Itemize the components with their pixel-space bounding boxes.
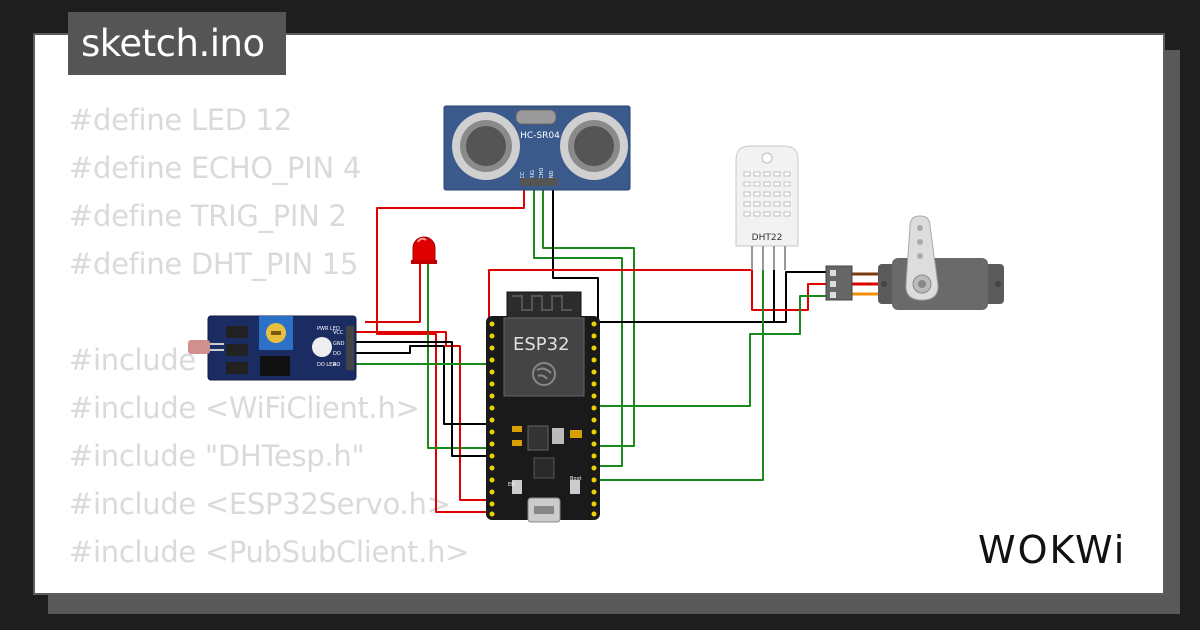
ultrasonic-pin-labels: VCC TRIG ECHO GND: [520, 168, 555, 183]
wires: [352, 186, 888, 513]
boot-button[interactable]: [570, 480, 580, 494]
dht-label: DHT22: [752, 233, 783, 243]
ldr-pin-labels: VCC GND DO AO: [333, 330, 345, 368]
dht-legs: [751, 246, 786, 270]
code-line: #define TRIG_PIN 2: [69, 199, 347, 233]
wire-ultrasonic-trig: [533, 186, 623, 467]
wire-ldr-do: [352, 345, 489, 425]
code-line: #include <ESP32Servo.h>: [69, 487, 451, 521]
svg-text:EN: EN: [508, 482, 515, 488]
esp32-label: ESP32: [513, 334, 570, 355]
dht22-sensor[interactable]: DHT22: [735, 145, 799, 270]
wokwi-logo: WOKWi: [978, 528, 1127, 572]
wire-servo-signal: [598, 295, 832, 407]
wire-ldr-gnd: [352, 341, 489, 457]
wire-ldr-vcc: [352, 331, 489, 501]
wire-dht-data: [598, 246, 764, 481]
ldr-module[interactable]: PWR LED DO LED VCC GND DO AO: [188, 315, 357, 381]
espressif-logo-icon: [532, 362, 556, 386]
svg-text:TRIG: TRIG: [530, 170, 536, 183]
code-line: #include: [69, 343, 196, 377]
ultrasonic-sensor[interactable]: HC-SR04 VCC TRIG ECHO GND: [443, 105, 631, 191]
servo-connector: [825, 265, 853, 301]
photoresistor-icon: [188, 340, 210, 354]
code-line: #include <PubSubClient.h>: [69, 535, 470, 569]
svg-text:DO: DO: [333, 351, 341, 357]
ultrasonic-label: HC-SR04: [520, 131, 560, 141]
svg-text:AO: AO: [333, 362, 340, 368]
code-line: #define ECHO_PIN 4: [69, 151, 361, 185]
esp32-board[interactable]: ESP32 EN Boot: [486, 291, 600, 523]
wire-led-cathode: [427, 264, 489, 449]
svg-text:Boot: Boot: [570, 476, 582, 482]
en-button[interactable]: [512, 480, 522, 494]
code-line: #define LED 12: [69, 103, 292, 137]
code-line: #include <WiFiClient.h>: [69, 391, 420, 425]
svg-text:DO LED: DO LED: [317, 362, 336, 368]
code-line: #include "DHTesp.h": [69, 439, 365, 473]
wire-ultrasonic-vcc: [376, 186, 525, 513]
wire-esp-vcc-top: [488, 269, 832, 322]
wire-ultrasonic-gnd: [552, 186, 599, 322]
pin-headers: [489, 321, 597, 517]
wire-led-anode: [365, 264, 421, 323]
dht-grille: [743, 171, 791, 217]
crystal-icon: [515, 109, 557, 125]
svg-text:GND: GND: [333, 341, 345, 347]
svg-text:ECHO: ECHO: [539, 168, 545, 182]
ultrasonic-header: [520, 178, 558, 186]
svg-text:VCC: VCC: [333, 330, 344, 336]
svg-text:GND: GND: [549, 170, 555, 182]
led[interactable]: [411, 236, 437, 264]
servo-motor[interactable]: [825, 215, 1004, 310]
wire-gnd-bus: [598, 271, 832, 323]
svg-text:PWR LED: PWR LED: [317, 326, 340, 332]
ldr-chip-icon: [312, 337, 332, 357]
wire-ultrasonic-echo: [542, 186, 635, 447]
code-line: #define DHT_PIN 15: [69, 247, 359, 281]
file-title-tab[interactable]: sketch.ino: [68, 12, 286, 75]
svg-text:VCC: VCC: [520, 171, 526, 182]
